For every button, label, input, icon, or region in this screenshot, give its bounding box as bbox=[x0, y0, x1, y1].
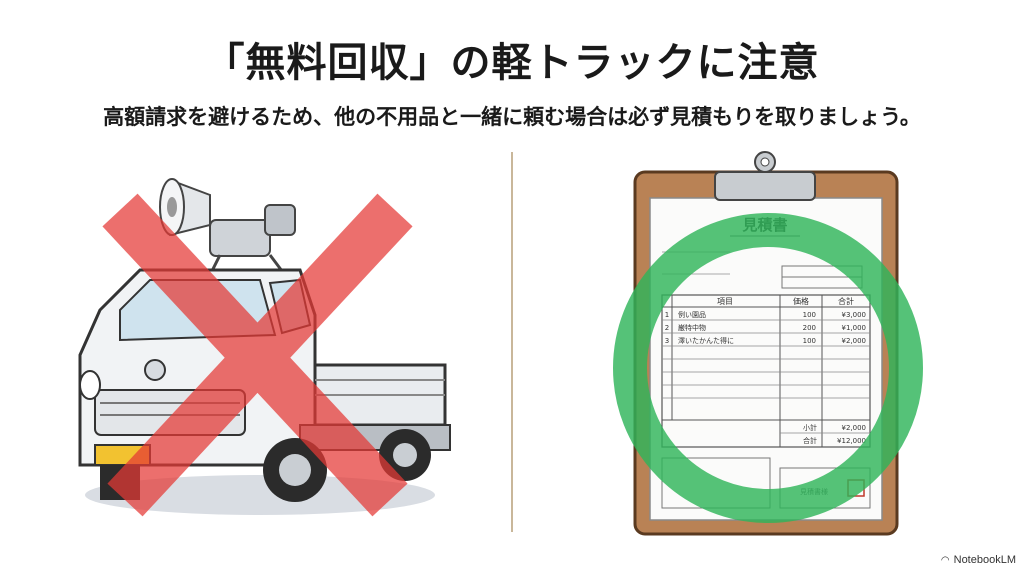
center-divider bbox=[511, 152, 513, 532]
table-header-total: 合計 bbox=[838, 296, 854, 306]
row-1-no: 1 bbox=[665, 311, 669, 319]
total-value: ¥12,000 bbox=[837, 437, 866, 445]
clip-icon bbox=[714, 151, 816, 201]
green-circle-mark bbox=[613, 213, 923, 523]
truck-illustration bbox=[60, 165, 460, 535]
row-2-item: 巌特中物 bbox=[678, 323, 706, 332]
table-header-price: 価格 bbox=[793, 296, 809, 306]
estimate-illustration: 見積書 項目 価格 合計 1 例い園品 bbox=[600, 150, 940, 540]
row-3-no: 3 bbox=[665, 337, 669, 345]
row-2-price: 200 bbox=[803, 324, 816, 332]
estimate-table: 項目 価格 合計 1 例い園品 100 ¥3,000 2 巌特中物 200 ¥1… bbox=[661, 294, 871, 448]
red-x-mark bbox=[102, 193, 413, 517]
row-1-item: 例い園品 bbox=[678, 310, 706, 319]
branding-label: NotebookLM bbox=[953, 554, 1016, 566]
page-subtitle: 高額請求を避けるため、他の不用品と一緒に頼む場合は必ず見積もりを取りましょう。 bbox=[103, 105, 921, 129]
truck-svg bbox=[78, 178, 451, 517]
row-2-no: 2 bbox=[665, 324, 669, 332]
notebooklm-logo-icon: ◠ bbox=[940, 554, 950, 566]
row-1-total: ¥3,000 bbox=[842, 311, 867, 319]
branding-badge: ◠ NotebookLM bbox=[941, 554, 1016, 566]
row-1-price: 100 bbox=[803, 311, 816, 319]
subtotal-label: 小計 bbox=[803, 423, 817, 432]
subtotal-value: ¥2,000 bbox=[842, 424, 867, 432]
loudspeaker-icon bbox=[159, 178, 296, 276]
row-2-total: ¥1,000 bbox=[842, 324, 867, 332]
page-title: 「無料回収」の軽トラックに注意 bbox=[204, 40, 820, 86]
row-3-item: 澤いたかんた得に bbox=[678, 336, 734, 345]
row-3-price: 100 bbox=[803, 337, 816, 345]
clipboard-svg: 見積書 項目 価格 合計 1 例い園品 bbox=[613, 151, 923, 536]
row-3-total: ¥2,000 bbox=[842, 337, 867, 345]
table-header-item: 項目 bbox=[717, 297, 733, 306]
total-label: 合計 bbox=[803, 436, 817, 445]
